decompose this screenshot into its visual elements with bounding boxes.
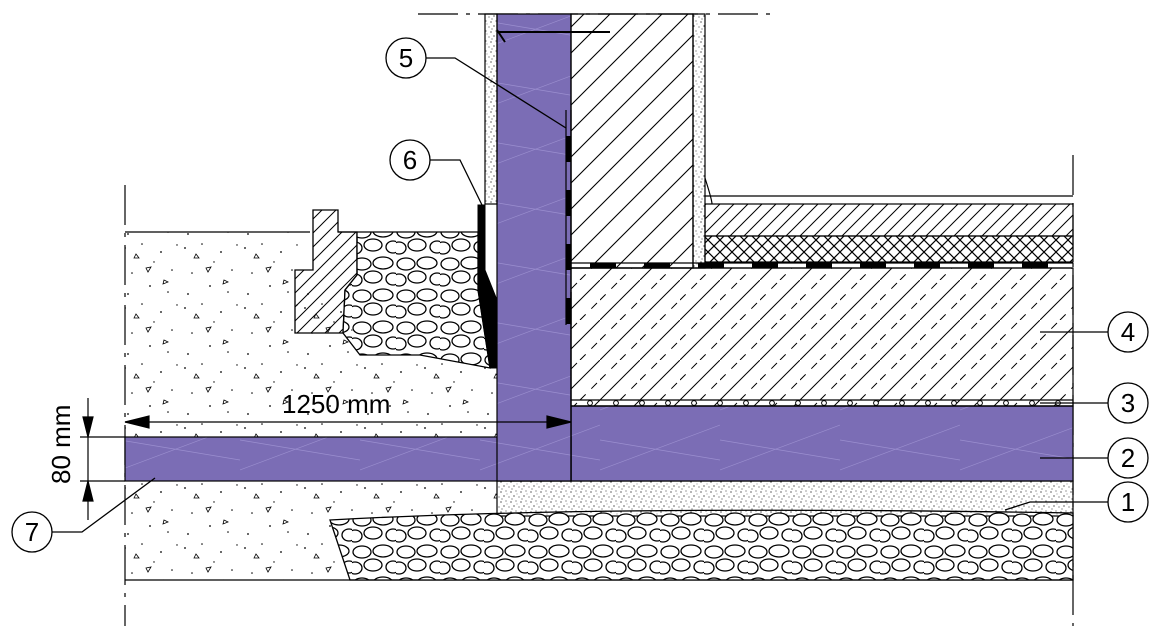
insulation-vertical [496, 13, 572, 482]
protection-membrane-6 [477, 204, 498, 369]
callout-4-label: 4 [1121, 317, 1135, 347]
floor-insulation-crosshatch [704, 235, 1074, 263]
separation-layer-bead [1003, 400, 1009, 406]
separation-layer-bead [847, 400, 853, 406]
callout-7-label: 7 [25, 517, 39, 547]
gravel-bed [329, 509, 1074, 581]
wall-inner-plaster [692, 13, 706, 269]
callouts [11, 37, 1149, 553]
separation-layer-bead [925, 400, 931, 406]
dimension-1250-label: 1250 mm [282, 389, 390, 419]
separation-layer-bead [665, 400, 671, 406]
ground-concrete-lower [125, 481, 497, 580]
ground-concrete [125, 232, 497, 437]
callout-5-label: 5 [399, 43, 413, 73]
separation-layer-bead [821, 400, 827, 406]
separation-layer-bead [587, 400, 593, 406]
callout-2-label: 2 [1121, 443, 1135, 473]
callout-6-label: 6 [403, 145, 417, 175]
callout-1-label: 1 [1121, 487, 1135, 517]
separation-layer-bead [639, 400, 645, 406]
wall-outer-render [484, 13, 498, 205]
callout-labels: 5 6 4 3 2 1 7 [25, 43, 1135, 547]
wall-masonry [570, 13, 694, 269]
separation-layer-bead [769, 400, 775, 406]
separation-layer-bead [977, 400, 983, 406]
separation-layer-bead [691, 400, 697, 406]
vertical-dpc-5 [565, 110, 572, 325]
callout-3-label: 3 [1121, 388, 1135, 418]
separation-layer-bead [795, 400, 801, 406]
drainage-cobbles [338, 231, 491, 369]
dimension-vertical [82, 398, 94, 520]
separation-layer-bead [899, 400, 905, 406]
concrete-slab-4 [570, 267, 1074, 407]
fixing-strip [496, 29, 610, 43]
separation-layer-bead [743, 400, 749, 406]
skirting [704, 177, 713, 205]
separation-layer-bead [717, 400, 723, 406]
dimension-80-label: 80 mm [46, 405, 76, 484]
insulation-board-2 [570, 405, 1074, 482]
damp-proof-course [571, 262, 1073, 269]
separation-layer-bead [951, 400, 957, 406]
separation-layer-bead [613, 400, 619, 406]
separation-layer-bead [873, 400, 879, 406]
floor-screed [704, 203, 1074, 237]
separation-layer-bead [1029, 400, 1035, 406]
separation-layer-3 [571, 399, 1073, 407]
